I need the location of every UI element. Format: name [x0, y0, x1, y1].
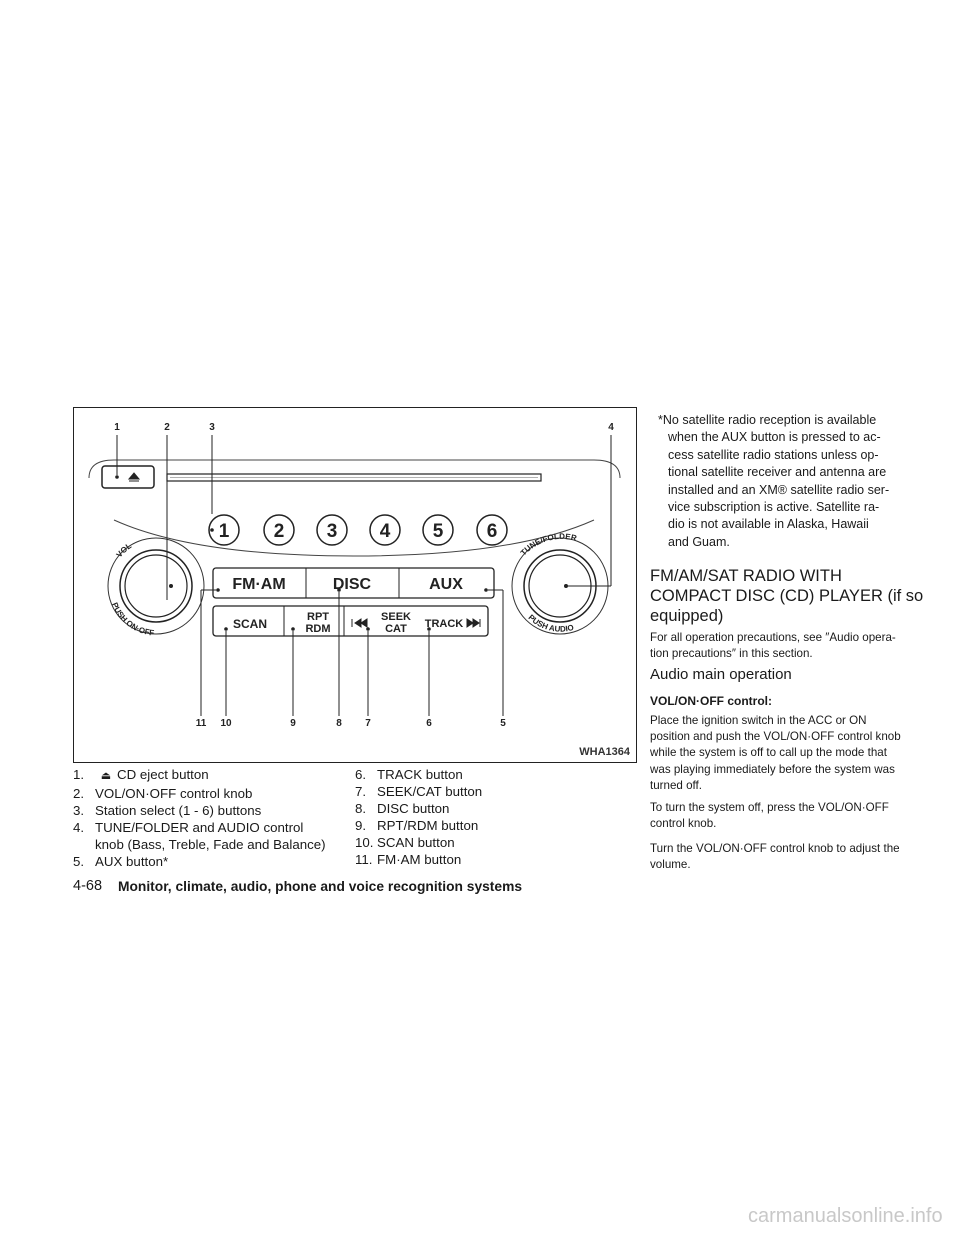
callout-6: 6 — [426, 718, 432, 729]
control-heading: VOL/ON·OFF control: — [650, 694, 772, 708]
callout-7: 7 — [365, 718, 371, 729]
eject-icon — [127, 472, 141, 482]
track-label: TRACK — [425, 618, 464, 630]
callout-11: 11 — [196, 718, 207, 729]
precaution-text: For all operation precautions, see ″Audi… — [650, 631, 896, 661]
function-button-bar — [212, 605, 489, 637]
page-number: 4-68 — [73, 878, 103, 894]
aux-button-label: AUX — [429, 576, 463, 593]
cat-label: CAT — [385, 623, 407, 635]
preset-label-5: 5 — [433, 521, 444, 542]
paragraph-3: Turn the VOL/ON·OFF control knob to adju… — [650, 842, 900, 872]
paragraph-1: Place the ignition switch in the ACC or … — [650, 714, 901, 792]
preset-button-3 — [316, 514, 348, 546]
next-track-icon — [466, 618, 481, 628]
eject-icon: ⏏ — [100, 770, 112, 782]
rdm-label: RDM — [305, 623, 330, 635]
callout-5: 5 — [500, 718, 506, 729]
caption-item: 5.AUX button* — [73, 854, 169, 869]
eject-button-outline — [101, 465, 155, 489]
satellite-note: *No satellite radio reception is availab… — [658, 413, 890, 549]
callout-4: 4 — [608, 422, 614, 433]
rpt-label: RPT — [307, 611, 329, 623]
caption-item: 4.TUNE/FOLDER and AUDIO control — [73, 820, 304, 835]
preset-button-2 — [263, 514, 295, 546]
paragraph-2: To turn the system off, press the VOL/ON… — [650, 801, 889, 831]
caption-item: 11.FM·AM button — [355, 852, 462, 867]
preset-label-2: 2 — [274, 521, 285, 542]
caption-item: 1.⏏CD eject button — [73, 766, 353, 785]
chapter-title: Monitor, climate, audio, phone and voice… — [118, 879, 523, 894]
mode-button-bar — [212, 567, 495, 599]
caption-item: knob (Bass, Treble, Fade and Balance) — [95, 837, 326, 852]
preset-label-6: 6 — [487, 521, 498, 542]
figure-code: WHA1364 — [579, 746, 630, 758]
preset-button-1 — [208, 514, 240, 546]
caption-item: 9.RPT/RDM button — [355, 818, 479, 833]
section-title: FM/AM/SAT RADIO WITH COMPACT DISC (CD) P… — [650, 567, 924, 625]
callout-9: 9 — [290, 718, 296, 729]
callout-2: 2 — [164, 422, 170, 433]
caption-item: 10.SCAN button — [355, 835, 455, 850]
caption-list-left: 1.⏏CD eject button 2.VOL/ON·OFF control … — [73, 766, 353, 870]
seek-label: SEEK — [381, 611, 411, 623]
preset-button-4 — [369, 514, 401, 546]
subheading: Audio main operation — [650, 666, 792, 683]
preset-button-6 — [476, 514, 508, 546]
callout-1: 1 — [114, 422, 120, 433]
caption-item: 7.SEEK/CAT button — [355, 784, 483, 799]
disc-button-label: DISC — [333, 576, 372, 593]
callout-3: 3 — [209, 422, 215, 433]
tune-folder-label: TUNE/FOLDER — [519, 532, 578, 557]
caption-item: 2.VOL/ON·OFF control knob — [73, 786, 253, 801]
preset-label-1: 1 — [219, 521, 230, 542]
caption-item: 3.Station select (1 - 6) buttons — [73, 803, 262, 818]
prev-track-icon — [351, 618, 368, 628]
fm-am-button-label: FM·AM — [232, 576, 285, 593]
preset-label-3: 3 — [327, 521, 338, 542]
preset-button-5 — [422, 514, 454, 546]
callout-10: 10 — [220, 718, 232, 729]
caption-item: 8.DISC button — [355, 801, 450, 816]
preset-label-4: 4 — [380, 521, 391, 542]
watermark: carmanualsonline.info — [748, 1205, 943, 1227]
caption-list-right: 6.TRACK button 7.SEEK/CAT button 8.DISC … — [355, 766, 635, 868]
caption-item: 6.TRACK button — [355, 767, 463, 782]
scan-button-label: SCAN — [233, 617, 267, 631]
vol-label: VOL — [115, 541, 134, 559]
callout-8: 8 — [336, 718, 342, 729]
